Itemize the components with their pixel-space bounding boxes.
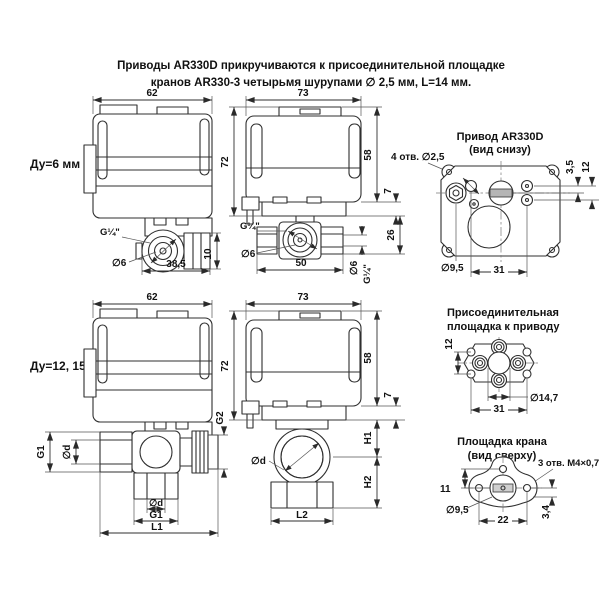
front12-h1-label: H1 — [363, 431, 374, 444]
mount-pad-dia-label: ∅14,7 — [530, 393, 559, 404]
drawing-dn12-side: Ду=12, 15 мм 62 G1 ∅d G2 — [30, 292, 228, 537]
valve-pad-title2: (вид сверху) — [468, 450, 537, 462]
drawing-dn6-side: Ду=6 мм 62 G¼" ∅6 38,5 10 — [30, 88, 221, 275]
front12-dim-width: 73 — [297, 292, 309, 303]
front6-dim-ports: 50 — [295, 258, 307, 269]
bottom-view-title2: (вид снизу) — [469, 144, 531, 156]
front12-dim-height: 72 — [220, 360, 231, 372]
drawing-dn12-front: 73 72 58 7 ∅d H1 H2 — [220, 292, 405, 525]
valve-pad-dim-11: 11 — [440, 484, 451, 495]
front6-thread-label: G¼" — [240, 221, 260, 232]
dn12-dim-width: 62 — [146, 292, 158, 303]
valve-pad-dim-3-4: 3,4 — [541, 505, 552, 519]
valve-pad-dia-label: ∅9,5 — [446, 505, 469, 516]
dn12-g1-bottom: G1 — [149, 510, 163, 521]
bottom-view-title1: Привод AR330D — [457, 131, 544, 143]
front12-dim-body: 58 — [363, 352, 374, 364]
dn12-g2-label: G2 — [215, 411, 226, 425]
drawing-dn6-front: 73 72 58 7 G¼" ∅6 50 — [220, 88, 464, 284]
valve-pad-title1: Площадка крана — [457, 436, 548, 448]
mount-pad-title2: площадка к приводу — [447, 321, 560, 333]
front6-dim-width: 73 — [297, 88, 309, 99]
bottom-view-dim-31: 31 — [493, 265, 505, 276]
dn6-label: Ду=6 мм — [30, 157, 80, 171]
front6-holes-note: 4 отв. ∅2,5 — [391, 152, 445, 163]
page-title-line2: кранов AR330-3 четырьмя шурупами ∅ 2,5 м… — [151, 77, 471, 89]
mount-pad-dim-12: 12 — [444, 338, 455, 350]
front6-dim-body: 58 — [363, 149, 374, 161]
drawing-mount-pad: Присоединительная площадка к приводу 12 … — [444, 307, 560, 415]
front6-dim-axis: 26 — [386, 229, 397, 241]
dn12-l1-label: L1 — [151, 522, 163, 533]
drawing-actuator-bottom-view: Привод AR330D (вид снизу) 3,5 — [436, 131, 599, 277]
bottom-view-dim-12: 12 — [581, 161, 592, 173]
dn6-dim-length: 38,5 — [166, 259, 186, 270]
drawing-valve-pad: Площадка крана (вид сверху) 3 отв. М4×0,… — [440, 436, 599, 526]
front6-bore2-label: ∅6 — [349, 260, 360, 275]
front6-bore-label: ∅6 — [241, 249, 256, 260]
page-title-line1: Приводы AR330D прикручиваются к присоеди… — [117, 60, 505, 72]
front12-h2-label: H2 — [363, 475, 374, 488]
mount-pad-title1: Присоединительная — [447, 307, 559, 319]
dn6-thread-label: G¼" — [100, 227, 120, 238]
dn6-bore-label: ∅6 — [112, 258, 127, 269]
mount-pad-dim-31: 31 — [493, 404, 505, 415]
front12-l2-label: L2 — [296, 510, 308, 521]
front6-dim-bracket: 7 — [383, 188, 394, 194]
valve-pad-dim-22: 22 — [497, 515, 509, 526]
dn6-dim-offset: 10 — [203, 248, 214, 260]
front12-dim-bracket: 7 — [383, 392, 394, 398]
dn12-d-left: ∅d — [62, 445, 73, 460]
front6-thread2-label: G¼" — [362, 264, 373, 284]
dn6-dim-width: 62 — [146, 88, 158, 99]
valve-pad-holes-note: 3 отв. М4×0,7 — [538, 458, 599, 469]
front6-dim-height: 72 — [220, 156, 231, 168]
bottom-view-dia-label: ∅9,5 — [441, 263, 464, 274]
dn12-d-bottom: ∅d — [149, 498, 163, 509]
front12-d-label: ∅d — [251, 456, 266, 467]
dn12-g1-left: G1 — [36, 445, 47, 459]
bottom-view-dim-3-5: 3,5 — [565, 160, 576, 174]
